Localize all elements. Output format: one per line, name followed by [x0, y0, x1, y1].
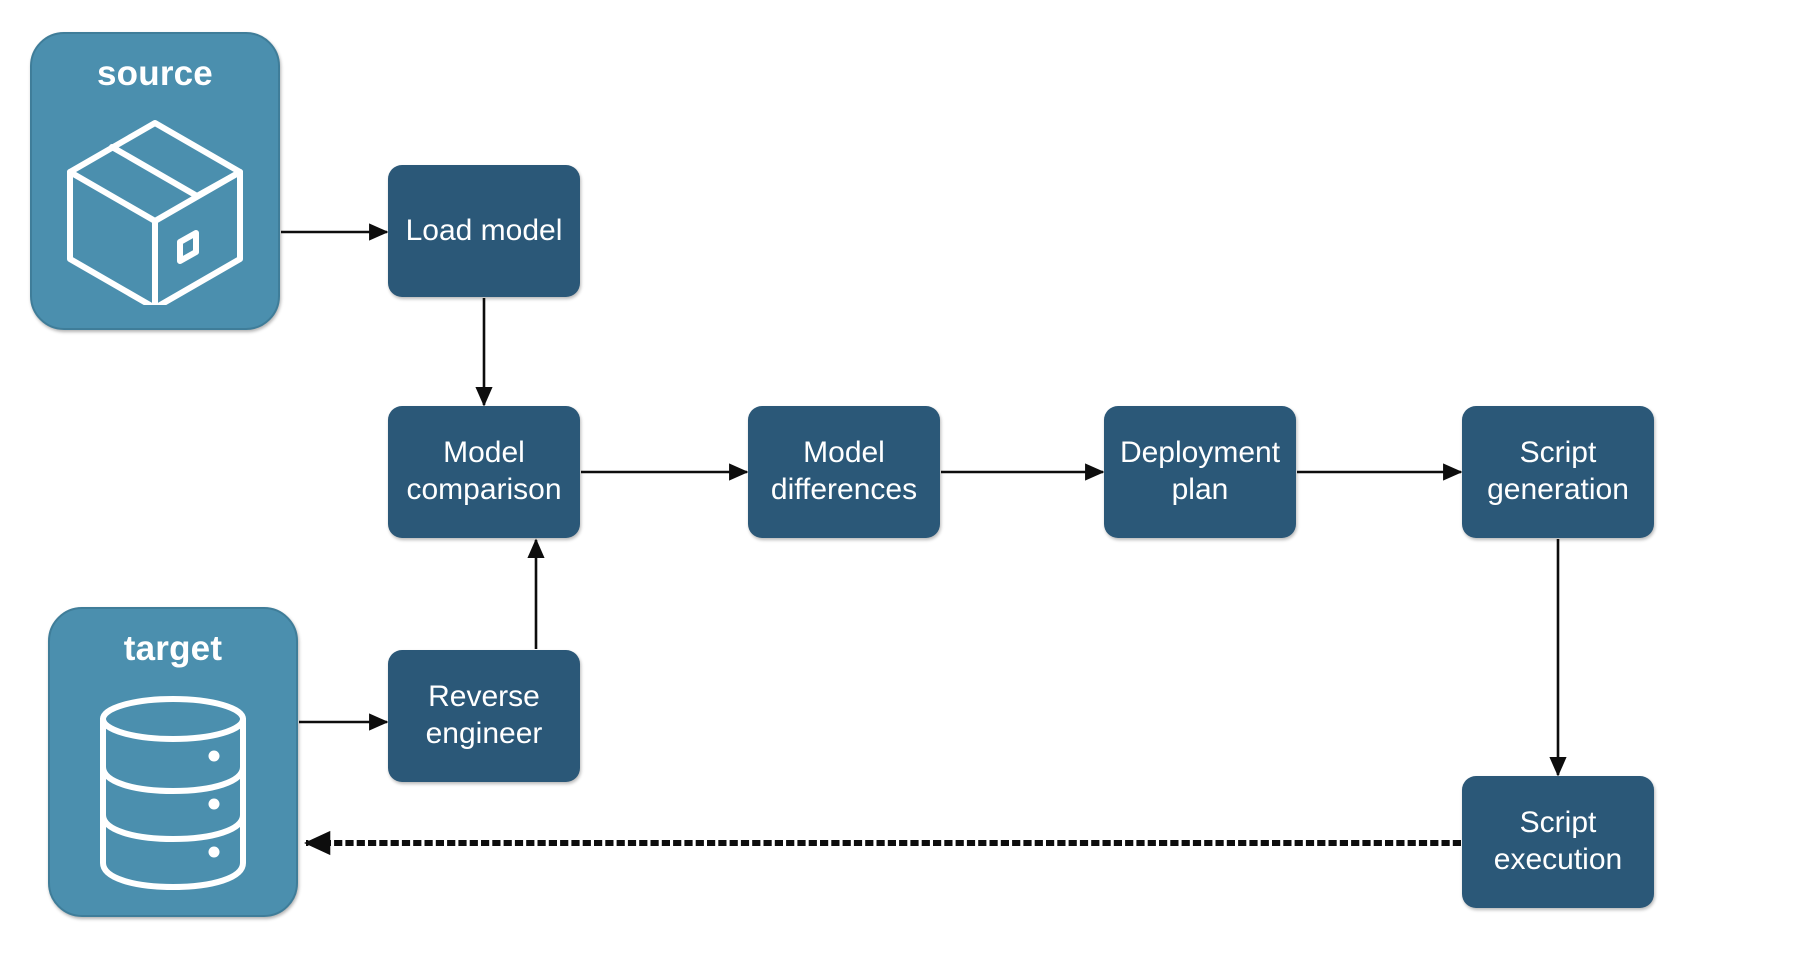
process-script-execution-label: Script execution	[1493, 806, 1623, 876]
process-load-model-label: Load model	[405, 213, 563, 247]
process-model-comparison-label: Model comparison	[406, 436, 562, 506]
process-script-generation-label: Script generation	[1487, 436, 1629, 506]
endpoint-target-label: target	[123, 629, 223, 668]
process-deployment-plan[interactable]: Deployment plan	[1104, 406, 1296, 538]
endpoint-source[interactable]: source	[30, 32, 280, 330]
process-load-model[interactable]: Load model	[388, 165, 580, 297]
process-script-execution[interactable]: Script execution	[1462, 776, 1654, 908]
endpoint-target[interactable]: target	[48, 607, 298, 917]
process-reverse-engineer-label: Reverse engineer	[425, 680, 543, 750]
process-model-comparison[interactable]: Model comparison	[388, 406, 580, 538]
database-cylinder-icon	[50, 666, 296, 915]
process-script-generation[interactable]: Script generation	[1462, 406, 1654, 538]
package-box-icon	[32, 91, 278, 328]
process-reverse-engineer[interactable]: Reverse engineer	[388, 650, 580, 782]
endpoint-source-label: source	[97, 54, 213, 93]
process-model-differences-label: Model differences	[770, 436, 918, 506]
process-model-differences[interactable]: Model differences	[748, 406, 940, 538]
process-deployment-plan-label: Deployment plan	[1119, 436, 1281, 506]
